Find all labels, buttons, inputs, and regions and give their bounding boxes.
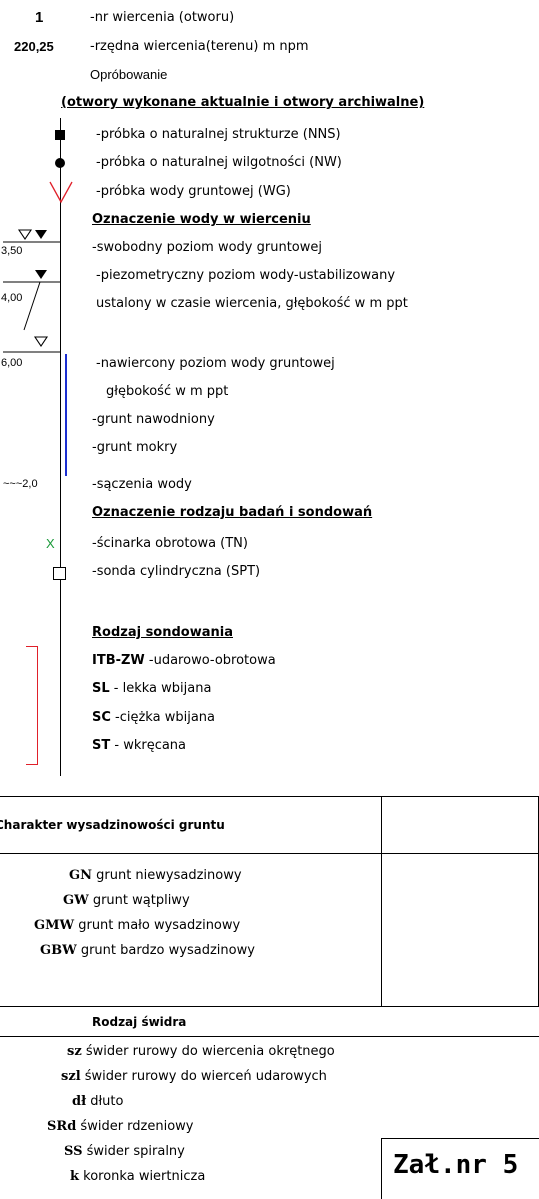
drilled-level-label-2: głębokość w m ppt xyxy=(106,384,229,399)
drill-section-title: Rodzaj świdra xyxy=(92,1015,187,1029)
water-section-title: Oznaczenie wody w wierceniu xyxy=(92,212,311,227)
drill-ss: SS świder spiralny xyxy=(64,1144,185,1159)
frost-gbw: GBW grunt bardzo wysadzinowy xyxy=(40,943,255,958)
number-symbol: 1 xyxy=(35,9,44,26)
drilled-level-depth: 6,00 xyxy=(1,357,23,369)
water-level-symbols xyxy=(3,229,60,353)
sounding-section-title: Rodzaj sondowania xyxy=(92,625,233,640)
saturated-zone-line xyxy=(65,354,67,476)
drill-sz: sz świder rurowy do wiercenia okrętnego xyxy=(67,1044,335,1059)
spt-label: -sonda cylindryczna (SPT) xyxy=(92,564,261,579)
elevation-symbol: 220,25 xyxy=(14,39,54,54)
sampling-subtitle: (otwory wykonane aktualnie i otwory arch… xyxy=(61,95,425,110)
vane-test-label: -ścinarka obrotowa (TN) xyxy=(92,536,248,551)
sounding-sl: SL - lekka wbijana xyxy=(92,681,212,696)
drilled-level-label-1: -nawiercony poziom wody gruntowej xyxy=(96,356,335,371)
seepage-depth: ~~~2,0 xyxy=(3,478,38,490)
frost-table-title: Charakter wysadzinowości gruntu xyxy=(0,818,225,832)
dot-marker-icon xyxy=(55,158,65,168)
saturated-label: -grunt nawodniony xyxy=(92,412,215,427)
square-marker-icon xyxy=(55,130,65,140)
sounding-sc: SC -ciężka wbijana xyxy=(92,710,215,725)
frost-table-header-border xyxy=(0,853,539,854)
number-description: -nr wiercenia (otworu) xyxy=(90,10,235,25)
frost-gmw: GMW grunt mało wysadzinowy xyxy=(34,918,241,933)
wet-label: -grunt mokry xyxy=(92,440,178,455)
spt-square-icon xyxy=(53,567,66,580)
drill-k: k koronka wiertnicza xyxy=(70,1169,206,1184)
frost-table-divider xyxy=(381,796,382,1006)
sounding-itb-zw: ITB-ZW -udarowo-obrotowa xyxy=(92,653,276,668)
piezometric-label-2: ustalony w czasie wiercenia, głębokość w… xyxy=(96,296,408,311)
sounding-red-bracket xyxy=(26,646,38,765)
piezometric-label-1: -piezometryczny poziom wody-ustabilizowa… xyxy=(96,268,396,283)
frost-table-top-border xyxy=(0,796,539,797)
drill-dl: dł dłuto xyxy=(72,1094,124,1109)
frost-gn: GN grunt niewysadzinowy xyxy=(69,868,242,883)
frost-table-bottom-border xyxy=(0,1006,539,1007)
drill-szl: szl świder rurowy do wierceń udarowych xyxy=(61,1069,327,1084)
attachment-stamp-label: Zał.nr 5 xyxy=(393,1150,519,1180)
elevation-description: -rzędna wiercenia(terenu) m npm xyxy=(90,39,309,54)
piezometric-depth: 4,00 xyxy=(1,292,23,304)
frost-gw: GW grunt wątpliwy xyxy=(63,893,190,908)
drill-title-border xyxy=(0,1036,539,1037)
red-v-marker-icon xyxy=(49,181,73,204)
vane-test-icon: X xyxy=(46,536,55,551)
seepage-label: -sączenia wody xyxy=(92,477,192,492)
sampling-title: Opróbowanie xyxy=(90,67,168,82)
drill-srd: SRd świder rdzeniowy xyxy=(47,1119,194,1134)
attachment-stamp-box xyxy=(381,1138,539,1199)
borehole-line xyxy=(60,118,61,776)
free-level-label: -swobodny poziom wody gruntowej xyxy=(92,240,322,255)
sample-wg-label: -próbka wody gruntowej (WG) xyxy=(96,184,291,199)
sample-nns-label: -próbka o naturalnej strukturze (NNS) xyxy=(96,127,341,142)
sounding-st: ST - wkręcana xyxy=(92,738,187,753)
tests-section-title: Oznaczenie rodzaju badań i sondowań xyxy=(92,505,373,520)
sample-nw-label: -próbka o naturalnej wilgotności (NW) xyxy=(96,155,342,170)
free-level-depth: 3,50 xyxy=(1,245,23,257)
